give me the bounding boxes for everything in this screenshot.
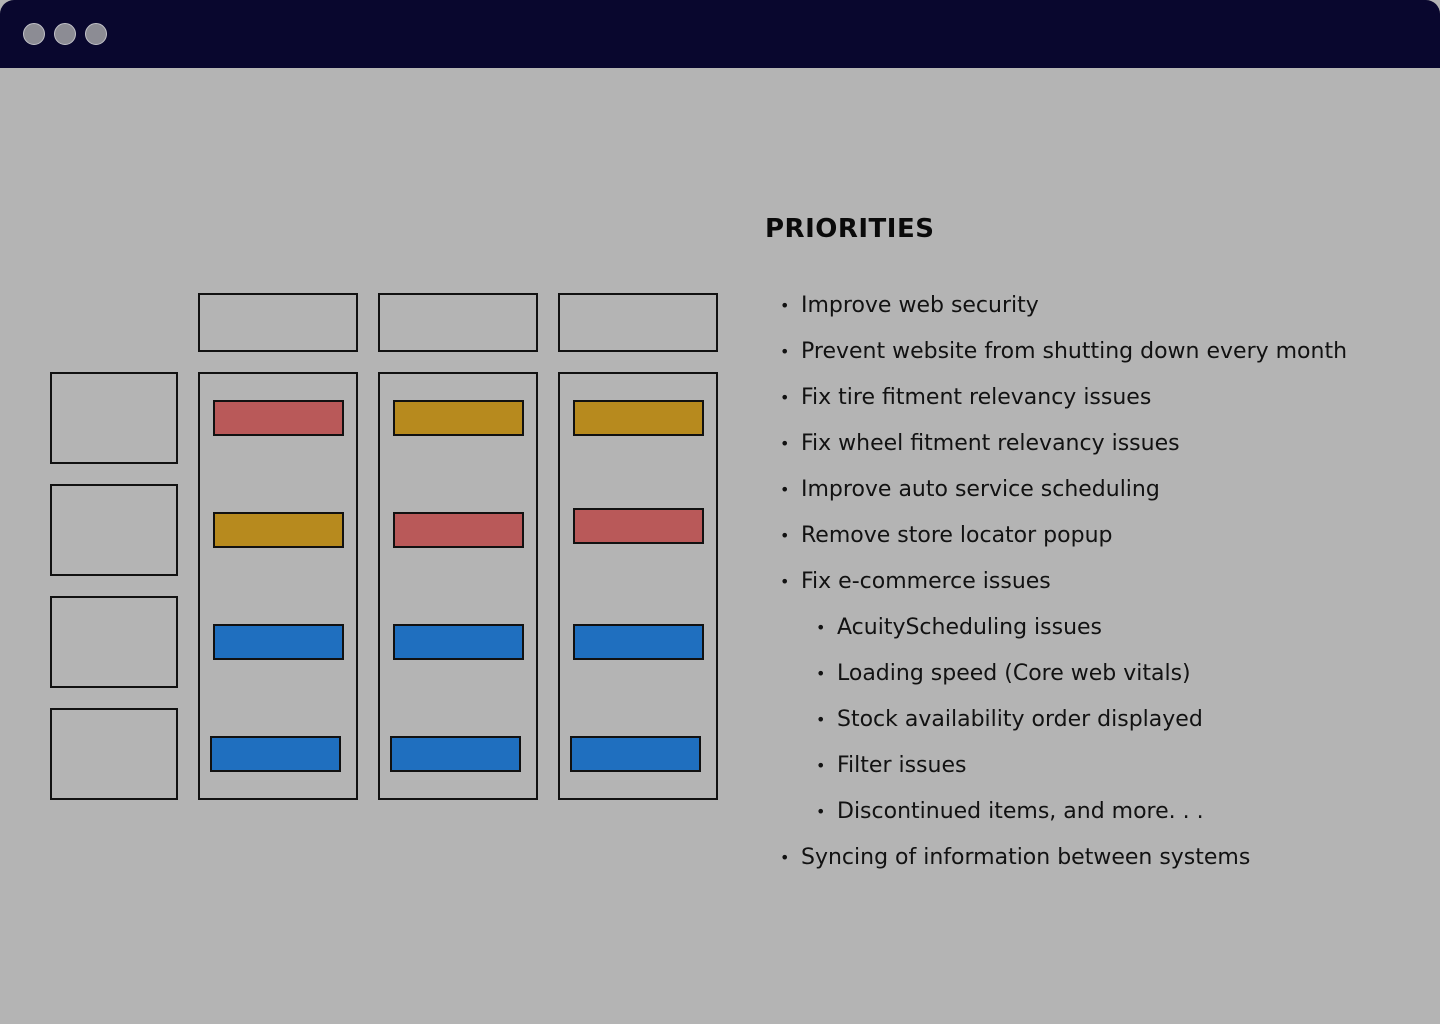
sub-list-item: • Stock availability order displayed — [780, 698, 1420, 744]
list-item-text: Remove store locator popup — [801, 523, 1113, 548]
list-item-text: Fix wheel fitment relevancy issues — [801, 431, 1180, 456]
priority-bar — [213, 624, 344, 660]
list-item: • Fix wheel fitment relevancy issues — [780, 422, 1420, 468]
priority-bar — [210, 736, 341, 772]
sub-list-item-text: AcuityScheduling issues — [837, 615, 1103, 640]
sub-list-item-text: Filter issues — [837, 753, 967, 778]
list-item: • Improve web security — [780, 284, 1420, 330]
title-bar — [0, 0, 1440, 68]
list-item-text: Improve auto service scheduling — [801, 477, 1160, 502]
priority-bar — [573, 508, 704, 544]
list-item: • Prevent website from shutting down eve… — [780, 330, 1420, 376]
minimize-window-dot[interactable] — [54, 23, 76, 45]
bullet-icon: • — [780, 434, 790, 453]
priority-bar — [393, 400, 524, 436]
row-header-box-1 — [50, 372, 178, 464]
bullet-icon: • — [816, 710, 826, 729]
column-header-box-1 — [198, 293, 358, 352]
row-header-box-3 — [50, 596, 178, 688]
bullet-icon: • — [816, 618, 826, 637]
row-header-box-4 — [50, 708, 178, 800]
priority-bar — [213, 400, 344, 436]
bullet-icon: • — [780, 526, 790, 545]
list-item: • Fix tire fitment relevancy issues — [780, 376, 1420, 422]
priority-bar — [570, 736, 701, 772]
maximize-window-dot[interactable] — [85, 23, 107, 45]
list-item: • Fix e-commerce issues — [780, 560, 1420, 606]
list-item-text: Prevent website from shutting down every… — [801, 339, 1348, 364]
priorities-heading: PRIORITIES — [765, 214, 935, 244]
priority-bar — [393, 624, 524, 660]
list-item-text: Syncing of information between systems — [801, 845, 1251, 870]
priority-bar — [393, 512, 524, 548]
sub-list-item: • Discontinued items, and more. . . — [780, 790, 1420, 836]
list-item-text: Improve web security — [801, 293, 1039, 318]
priority-bar — [213, 512, 344, 548]
priority-bar — [390, 736, 521, 772]
list-item-text: Fix e-commerce issues — [801, 569, 1051, 594]
row-header-box-2 — [50, 484, 178, 576]
bullet-icon: • — [780, 342, 790, 361]
sub-list-item: • AcuityScheduling issues — [780, 606, 1420, 652]
bullet-icon: • — [780, 388, 790, 407]
bullet-icon: • — [780, 480, 790, 499]
sub-list-item: • Loading speed (Core web vitals) — [780, 652, 1420, 698]
sub-list-item-text: Loading speed (Core web vitals) — [837, 661, 1191, 686]
sub-list-item-text: Discontinued items, and more. . . — [837, 799, 1204, 824]
priority-bar — [573, 624, 704, 660]
column-header-box-3 — [558, 293, 718, 352]
bullet-icon: • — [780, 296, 790, 315]
close-window-dot[interactable] — [23, 23, 45, 45]
priority-bar — [573, 400, 704, 436]
bullet-icon: • — [816, 664, 826, 683]
bullet-icon: • — [780, 572, 790, 591]
bullet-icon: • — [816, 756, 826, 775]
list-item: • Improve auto service scheduling — [780, 468, 1420, 514]
column-header-box-2 — [378, 293, 538, 352]
list-item: • Remove store locator popup — [780, 514, 1420, 560]
sub-list-item-text: Stock availability order displayed — [837, 707, 1203, 732]
bullet-icon: • — [780, 848, 790, 867]
list-item-text: Fix tire fitment relevancy issues — [801, 385, 1152, 410]
list-item: • Syncing of information between systems — [780, 836, 1420, 882]
column-body-2 — [378, 372, 538, 800]
priorities-list: • Improve web security • Prevent website… — [780, 284, 1420, 882]
bullet-icon: • — [816, 802, 826, 821]
column-body-1 — [198, 372, 358, 800]
sub-list-item: • Filter issues — [780, 744, 1420, 790]
column-body-3 — [558, 372, 718, 800]
